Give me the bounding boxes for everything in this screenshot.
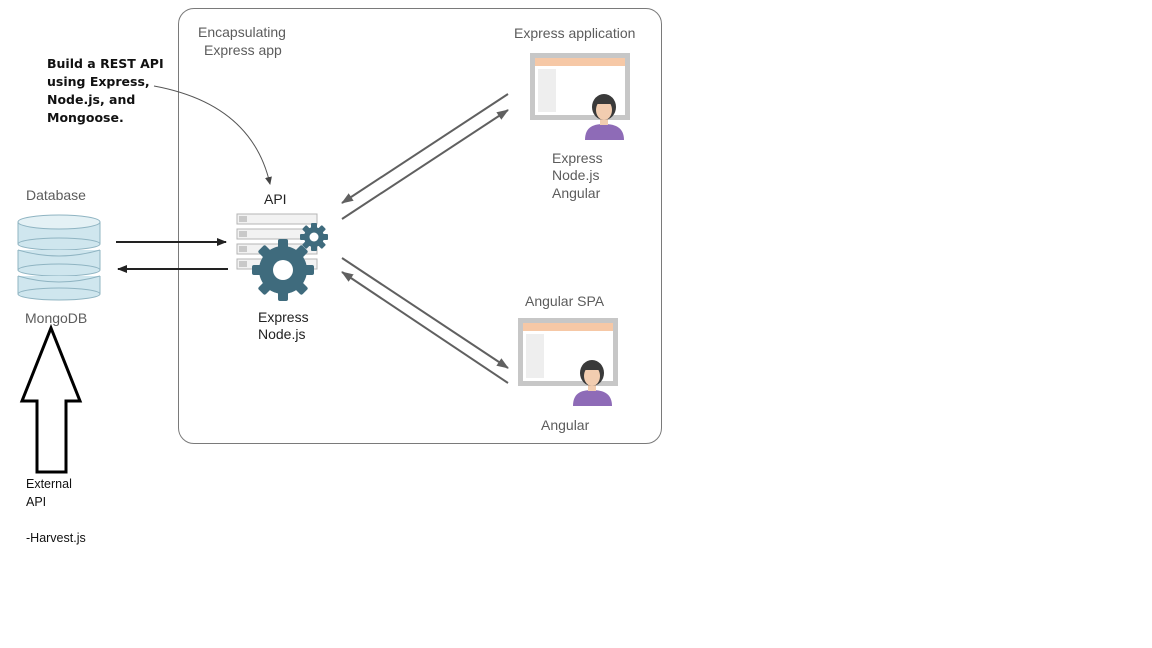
angular-spa-title: Angular SPA: [525, 293, 605, 309]
express-app-tech-angular: Angular: [552, 185, 601, 201]
external-api-up-arrow: [19, 323, 83, 474]
rest-api-note: Build a REST API using Express, Node.js,…: [47, 55, 164, 127]
note-line: using Express,: [47, 74, 150, 89]
note-line: Mongoose.: [47, 110, 124, 125]
express-app-user-avatar: [585, 94, 624, 140]
api-to-express-app-arrow: [341, 109, 509, 220]
large-gear-icon: [252, 239, 314, 301]
express-app-to-api-arrow: [341, 93, 509, 204]
small-gear-icon: [300, 223, 328, 251]
api-title: API: [264, 191, 287, 207]
database-title: Database: [26, 187, 86, 203]
container-title-line1: Encapsulating: [198, 24, 286, 40]
encapsulating-express-app-box: [178, 8, 662, 444]
angular-spa-to-api-arrow: [341, 271, 509, 384]
express-application-title: Express application: [514, 25, 636, 41]
container-title-line2: Express app: [204, 42, 282, 58]
api-to-angular-spa-arrow: [341, 257, 509, 369]
express-app-tech-nodejs: Node.js: [552, 167, 600, 183]
external-line: -Harvest.js: [26, 531, 86, 545]
angular-spa-user-avatar: [573, 360, 612, 406]
api-tech-express: Express: [258, 309, 309, 325]
external-line: API: [26, 495, 47, 509]
api-tech-nodejs: Node.js: [258, 326, 306, 342]
note-line: Node.js, and: [47, 92, 136, 107]
note-pointer-arrow: [153, 85, 272, 185]
note-line: Build a REST API: [47, 56, 164, 71]
database-icon: [17, 214, 101, 301]
mongodb-label: MongoDB: [25, 310, 88, 326]
external-line: External: [26, 477, 72, 491]
express-app-tech-express: Express: [552, 150, 603, 166]
angular-spa-tech-angular: Angular: [541, 417, 590, 433]
external-api-label: External API -Harvest.js: [26, 475, 86, 547]
